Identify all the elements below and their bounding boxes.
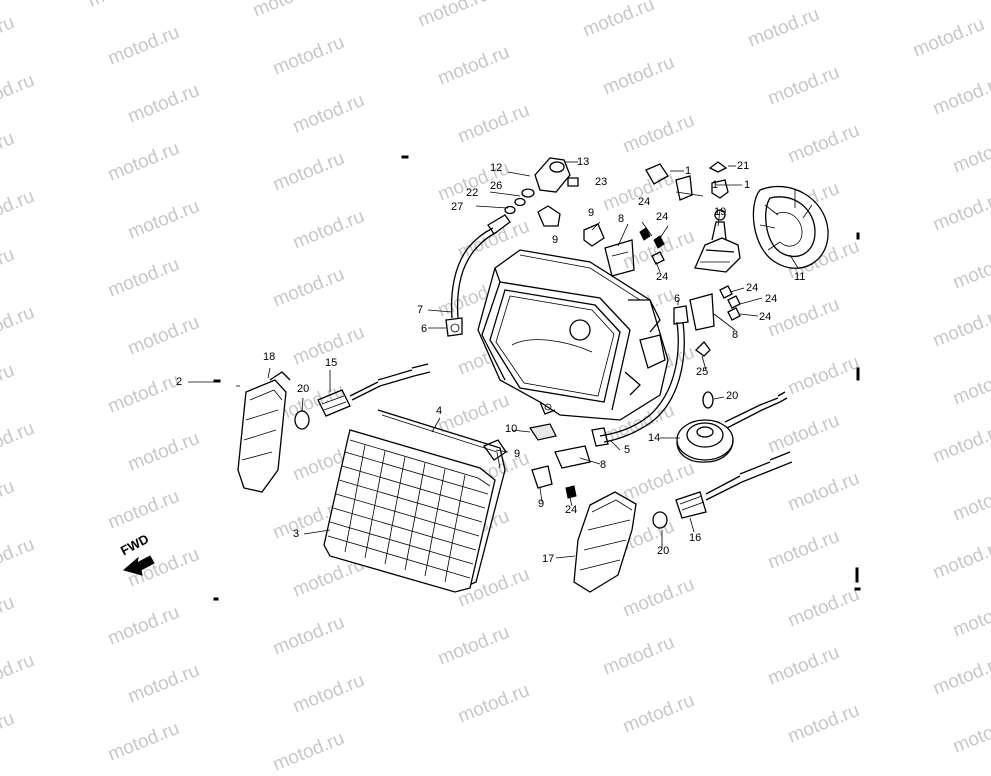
callout-8c: 8 — [600, 459, 607, 471]
callout-1a: 1 — [685, 165, 692, 177]
callout-1c: 1 — [744, 179, 751, 191]
turn-bulb-right — [702, 391, 714, 409]
callout-22: 22 — [466, 187, 479, 199]
screw — [695, 341, 711, 357]
callout-13: 13 — [577, 156, 590, 168]
turn-socket-left — [294, 363, 431, 430]
clip-parts-top — [537, 163, 741, 331]
horn — [676, 391, 788, 463]
callout-24g: 24 — [565, 504, 578, 516]
callout-24b: 24 — [656, 211, 669, 223]
headlight-case — [477, 249, 669, 421]
callout-20c: 20 — [657, 545, 670, 557]
callout-21: 21 — [737, 160, 750, 172]
diagram-artwork — [122, 155, 861, 601]
callout-24a: 24 — [638, 196, 651, 208]
callout-11: 11 — [794, 271, 806, 283]
turn-signal-right — [573, 491, 637, 593]
callout-9b: 9 — [552, 234, 559, 246]
callout-17: 17 — [542, 553, 555, 565]
callout-1b: 1 — [712, 179, 719, 191]
callout-7: 7 — [417, 304, 424, 316]
callout-6b: 6 — [674, 293, 681, 305]
bulb-socket — [708, 161, 729, 199]
callout-23: 23 — [595, 176, 608, 188]
callout-24c: 24 — [656, 271, 669, 283]
callout-6a: 6 — [421, 323, 428, 335]
clip-parts-bottom — [483, 423, 591, 499]
socket-group — [504, 157, 579, 215]
callout-25: 25 — [696, 366, 709, 378]
callout-18: 18 — [263, 351, 276, 363]
callout-3: 3 — [293, 528, 300, 540]
callout-9a: 9 — [588, 207, 595, 219]
turn-socket-right — [652, 451, 793, 529]
callout-19: 19 — [714, 206, 727, 218]
headlight-rim — [752, 185, 829, 269]
callout-24d: 24 — [746, 282, 759, 294]
callout-20a: 20 — [297, 383, 310, 395]
headlight-bulb — [694, 209, 741, 273]
callout-10: 10 — [505, 423, 518, 435]
scan-marks — [213, 155, 861, 601]
callout-20b: 20 — [726, 390, 739, 402]
callout-26: 26 — [490, 180, 503, 192]
callout-15: 15 — [325, 357, 338, 369]
callout-14: 14 — [648, 432, 661, 444]
fwd-arrow-icon — [122, 555, 155, 576]
leader-lines — [188, 161, 799, 559]
callout-12: 12 — [490, 162, 503, 174]
turn-signal-left — [237, 371, 291, 493]
callout-9c: 9 — [514, 448, 521, 460]
callout-5: 5 — [624, 444, 631, 456]
breather-hose — [591, 305, 689, 447]
headlight-lens — [323, 409, 506, 593]
wire-harness — [445, 214, 511, 337]
callout-27: 27 — [451, 201, 464, 213]
callout-9d: 9 — [538, 498, 545, 510]
callout-8b: 8 — [732, 329, 739, 341]
callout-24e: 24 — [765, 293, 778, 305]
callout-8a: 8 — [618, 213, 625, 225]
callout-24f: 24 — [759, 311, 772, 323]
callout-16: 16 — [689, 532, 702, 544]
callout-4: 4 — [436, 405, 443, 417]
callout-2: 2 — [176, 376, 183, 388]
